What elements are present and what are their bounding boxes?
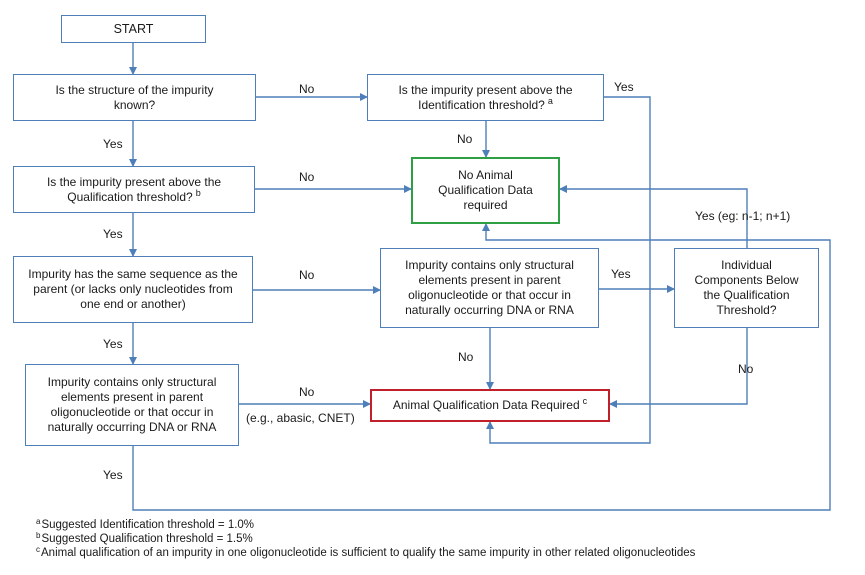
- footnote-c: cAnimal qualification of an impurity in …: [36, 545, 696, 559]
- label-yes-5: Yes: [103, 337, 123, 351]
- label-no-7: No: [299, 385, 315, 399]
- footnote-b: bSuggested Qualification threshold = 1.5…: [36, 531, 253, 545]
- same-sequence-box: Impurity has the same sequence as the pa…: [13, 256, 253, 323]
- label-no-3: No: [299, 170, 315, 184]
- label-no-1: No: [299, 82, 315, 96]
- label-no-2: No: [457, 132, 473, 146]
- above-identification-box: Is the impurity present above the Identi…: [367, 74, 604, 121]
- above-qualification-box: Is the impurity present above the Qualif…: [13, 166, 255, 213]
- start-box: START: [61, 15, 206, 43]
- label-yes-1: Yes: [614, 80, 634, 94]
- footnote-a: aSuggested Identification threshold = 1.…: [36, 517, 255, 531]
- label-yes-2: Yes: [103, 137, 123, 151]
- edge-components-yes: [559, 185, 748, 248]
- label-eg-abasic: (e.g., abasic, CNET): [246, 411, 355, 425]
- structural-elements-left-box: Impurity contains only structural elemen…: [25, 364, 239, 446]
- footnote-mark-c: c: [582, 396, 588, 406]
- no-data-required-box: No Animal Qualification Data required: [411, 157, 560, 224]
- edge-identification-yes: [486, 96, 651, 444]
- structure-known-box: Is the structure of the impurity known?: [13, 74, 256, 121]
- label-yes-3: Yes: [103, 227, 123, 241]
- label-yes-eg: Yes (eg: n-1; n+1): [695, 209, 791, 223]
- structural-elements-mid-box: Impurity contains only structural elemen…: [380, 248, 599, 328]
- label-no-5: No: [458, 350, 474, 364]
- label-yes-4: Yes: [611, 267, 631, 281]
- edge-left-yes: [132, 223, 831, 511]
- individual-components-box: Individual Components Below the Qualific…: [674, 248, 819, 328]
- footnote-mark-a: a: [547, 95, 553, 106]
- label-yes-6: Yes: [103, 468, 123, 482]
- label-no-4: No: [299, 268, 315, 282]
- edge-components-no: [609, 328, 748, 408]
- footnote-mark-b: b: [195, 187, 201, 198]
- label-no-6: No: [738, 362, 754, 376]
